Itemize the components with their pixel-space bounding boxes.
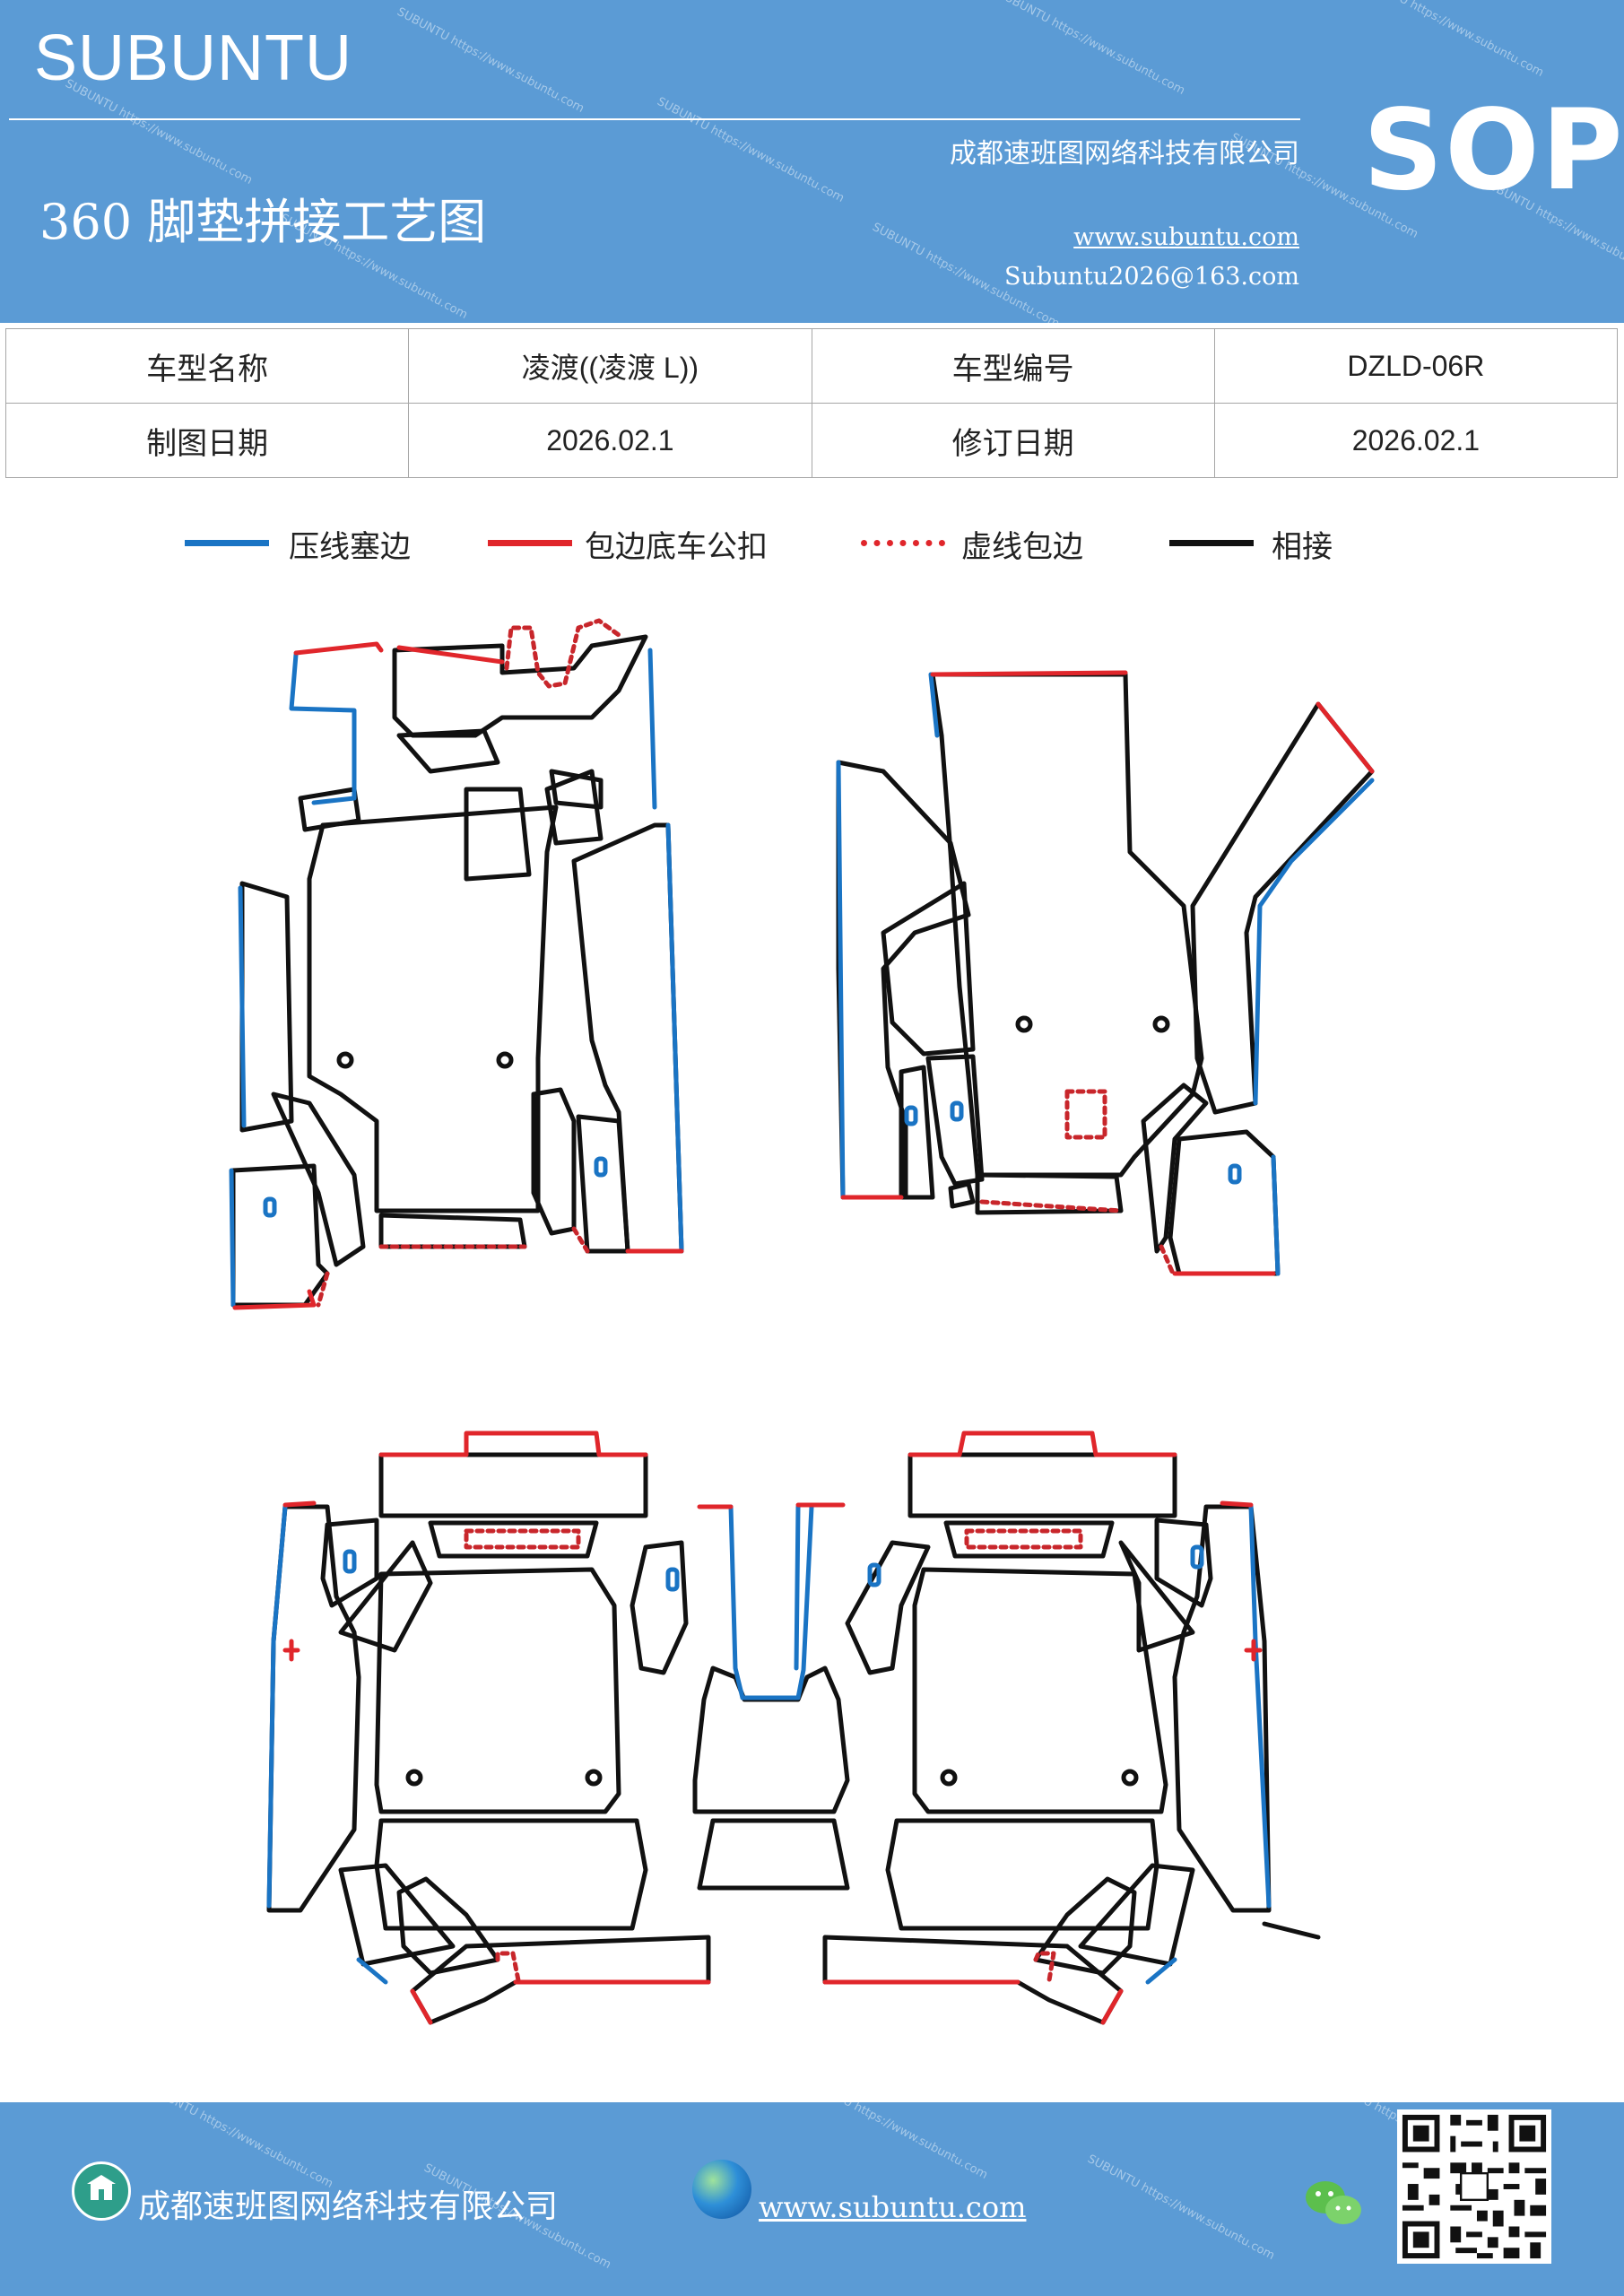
legend-label: 包边底车公扣 [585, 529, 768, 565]
revision-date-value: 2026.02.1 [1213, 403, 1619, 478]
vehicle-info-table: 车型名称 凌渡((凌渡 L)) 车型编号 DZLD-06R 制图日期 2026.… [4, 328, 1619, 478]
building-icon [72, 2161, 131, 2221]
globe-icon [692, 2160, 751, 2219]
footer-website-link[interactable]: www.subuntu.com [759, 2190, 1027, 2224]
rear-mats [266, 1452, 1321, 2025]
front-right-mat [836, 672, 1375, 1276]
model-name-value: 凌渡((凌渡 L)) [408, 328, 812, 404]
floor-mat-diagram [229, 618, 1375, 2025]
model-code-value: DZLD-06R [1213, 328, 1619, 404]
model-name-label: 车型名称 [4, 328, 410, 404]
line-legend: 压线塞边 包边底车公扣 虚线包边 相接 [0, 522, 1624, 576]
legend-label: 压线塞边 [289, 529, 411, 565]
draw-date-value: 2026.02.1 [408, 403, 812, 478]
front-left-mat [230, 634, 684, 1308]
footer-company-name: 成都速班图网络科技有限公司 [138, 2188, 559, 2225]
revision-date-label: 修订日期 [811, 403, 1215, 478]
legend-label: 相接 [1272, 529, 1333, 565]
company-name: 成都速班图网络科技有限公司 [950, 138, 1299, 170]
page-title: 360 脚垫拼接工艺图 [39, 194, 487, 250]
sop-badge: SOP [1363, 86, 1624, 215]
website-link[interactable]: www.subuntu.com [1073, 223, 1299, 251]
header-banner: SUBUNTU https://www.subuntu.com SUBUNTU … [0, 0, 1624, 323]
wechat-icon[interactable] [1302, 2176, 1365, 2230]
red-edges [232, 641, 1375, 2025]
legend-label: 虚线包边 [961, 529, 1083, 565]
footer-banner: SUBUNTU https://www.subuntu.com SUBUNTU … [0, 2102, 1624, 2296]
blue-line-swatch [185, 540, 269, 546]
red-dotted-edges [316, 618, 1176, 1983]
brand-logo-text: SUBUNTU [34, 22, 353, 94]
table-row: 车型名称 凌渡((凌渡 L)) 车型编号 DZLD-06R [4, 328, 1619, 404]
black-line-swatch [1169, 540, 1254, 546]
qr-code[interactable] [1397, 2109, 1551, 2264]
table-row: 制图日期 2026.02.1 修订日期 2026.02.1 [4, 403, 1619, 478]
draw-date-label: 制图日期 [4, 403, 410, 478]
blue-edges [229, 648, 1375, 1985]
model-code-label: 车型编号 [811, 328, 1215, 404]
red-line-swatch [488, 540, 572, 546]
email-address[interactable]: Subuntu2026@163.com [1004, 263, 1299, 291]
header-divider [9, 118, 1300, 120]
red-dotted-swatch [861, 540, 945, 546]
